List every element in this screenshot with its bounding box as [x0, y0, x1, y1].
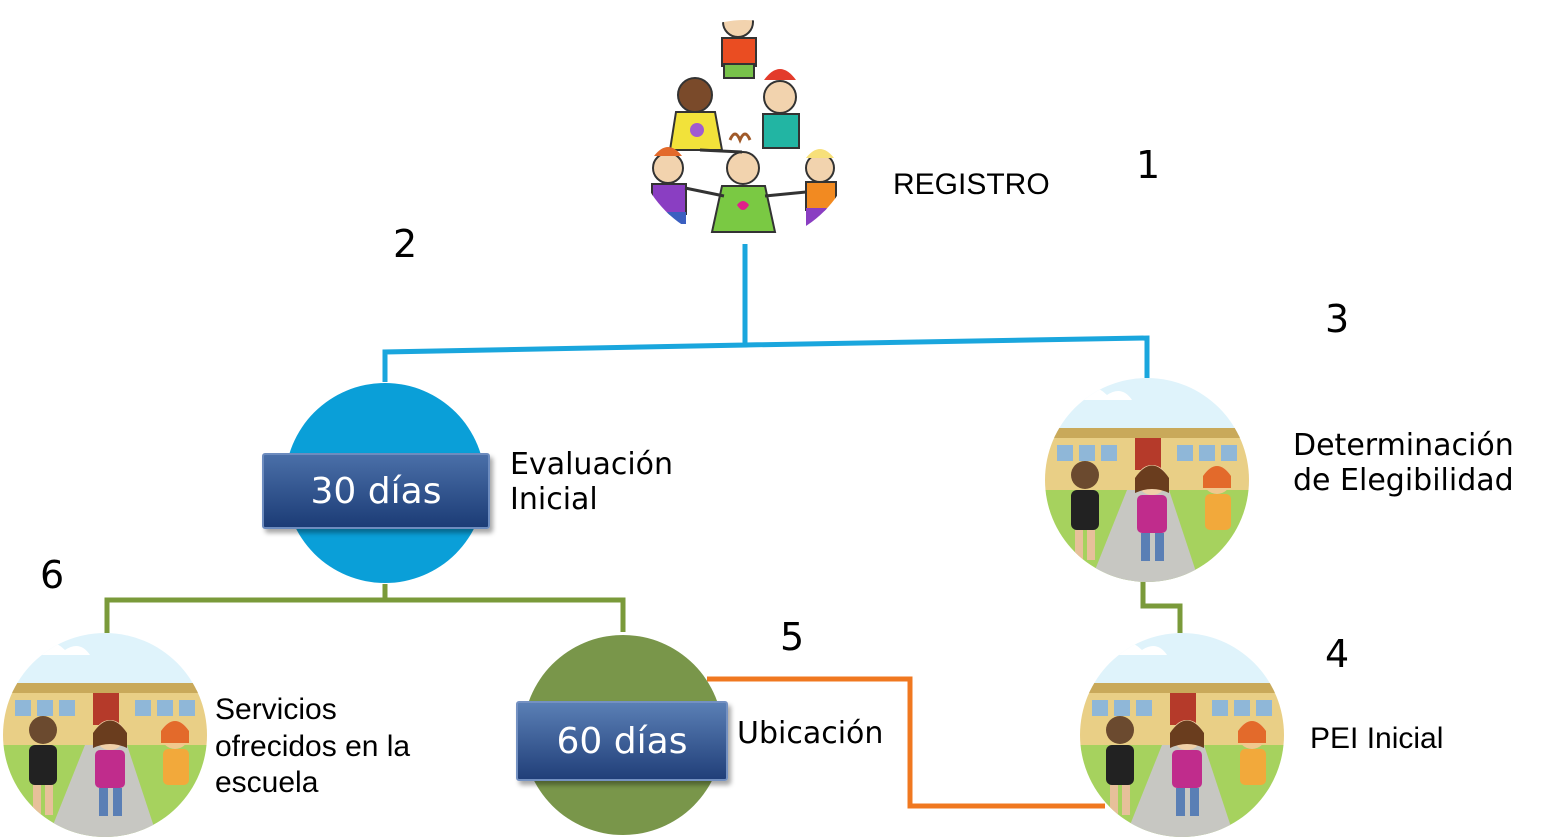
determinacion-label: Determinación de Elegibilidad: [1293, 428, 1514, 499]
school-kids-icon-determinacion: [1045, 378, 1249, 582]
registro-label: REGISTRO: [893, 168, 1050, 201]
servicios-label-line3: escuela: [215, 766, 319, 800]
badge-30-dias: 30 días: [262, 453, 490, 529]
determinacion-label-line1: Determinación: [1293, 428, 1514, 463]
step-number-6: 6: [40, 553, 65, 597]
pei-label: PEI Inicial: [1310, 722, 1444, 755]
evaluacion-connector: [104, 584, 626, 633]
registro-connector: [382, 244, 1150, 382]
ubicacion-label: Ubicación: [737, 716, 884, 751]
determinacion-connector: [1140, 582, 1183, 633]
determinacion-label-line2: de Elegibilidad: [1293, 463, 1514, 499]
servicios-label-line1: Servicios: [215, 693, 337, 726]
step-number-2: 2: [393, 222, 418, 266]
evaluacion-label-line1: Evaluación: [510, 447, 674, 482]
step-number-3: 3: [1325, 297, 1350, 341]
school-kids-icon-servicios: [3, 633, 207, 837]
evaluacion-label: Evaluación Inicial: [510, 447, 673, 518]
children-pyramid-icon: [633, 20, 857, 244]
evaluacion-label-line2: Inicial: [510, 482, 598, 518]
servicios-label-line2: ofrecidos en la: [215, 729, 411, 763]
step-number-4: 4: [1325, 632, 1350, 676]
step-number-1: 1: [1136, 143, 1161, 187]
servicios-label: Servicios ofrecidos en la escuela: [215, 692, 410, 802]
ubicacion-connector: [707, 676, 1105, 809]
step-number-5: 5: [780, 615, 805, 659]
badge-60-dias: 60 días: [516, 701, 728, 781]
